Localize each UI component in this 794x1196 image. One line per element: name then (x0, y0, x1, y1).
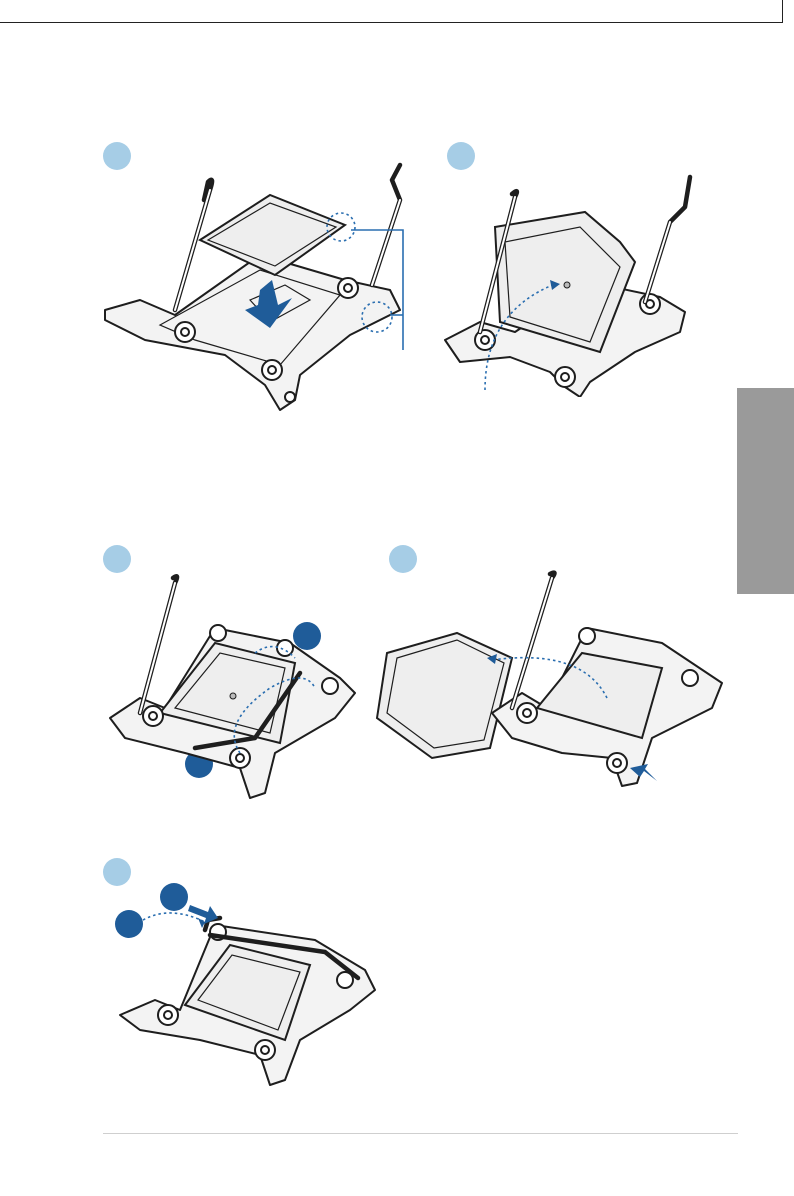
illustration-remove-cap (372, 568, 732, 793)
illustration-insert-cpu (100, 160, 420, 425)
step-marker-2 (447, 142, 475, 170)
illustration-lock-levers (105, 568, 360, 803)
illustration-close-load-plate (440, 172, 700, 397)
footer-rule (103, 1133, 738, 1134)
top-border-line (0, 22, 783, 23)
top-border-corner (782, 0, 783, 23)
chapter-side-tab (737, 388, 794, 594)
illustration-close-lever (110, 880, 380, 1090)
